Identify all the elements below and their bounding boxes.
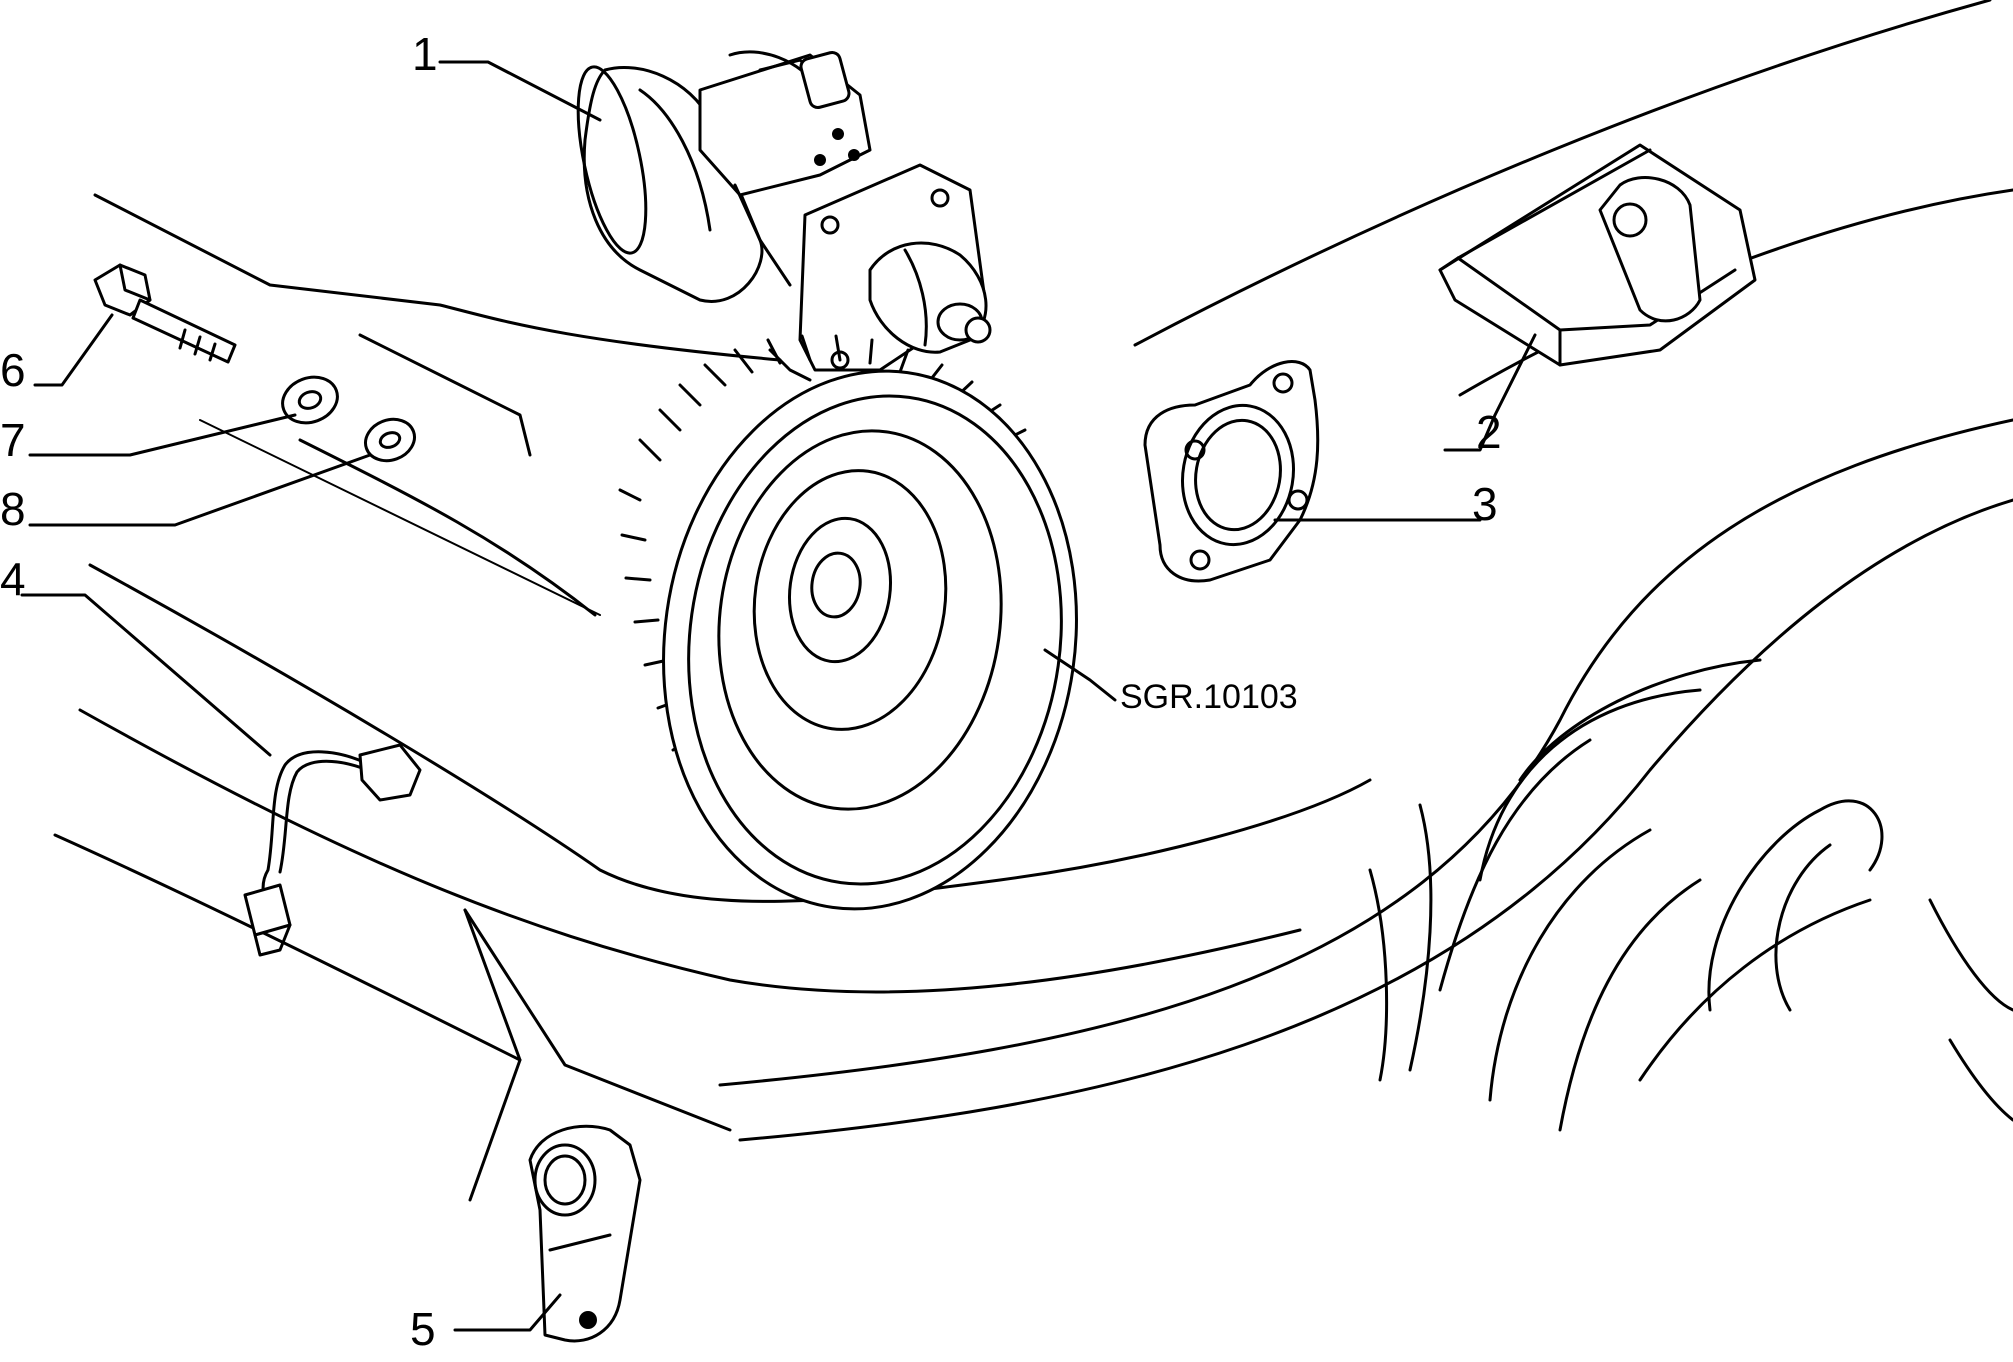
bracket (528, 1124, 642, 1343)
callout-labels: 1 2 3 4 5 6 7 8 SGR.10103 (0, 28, 1502, 1355)
callout-3: 3 (1472, 478, 1498, 530)
callout-8: 8 (0, 483, 26, 535)
mounting-plate (1143, 360, 1320, 583)
callout-6: 6 (0, 344, 26, 396)
sensor-cable (243, 743, 422, 957)
callout-2: 2 (1476, 406, 1502, 458)
leader-lines (20, 60, 1537, 1332)
callout-7: 7 (0, 414, 26, 466)
control-unit-box (1438, 143, 1757, 367)
drawing-code: SGR.10103 (1120, 678, 1298, 716)
callout-1: 1 (412, 28, 438, 80)
flywheel (618, 334, 1078, 911)
callout-5: 5 (410, 1303, 436, 1355)
bolt (93, 263, 237, 364)
vehicle-body-outline (53, 0, 2013, 1202)
washers (281, 375, 416, 463)
starter-motor (576, 50, 992, 382)
callout-4: 4 (0, 553, 26, 605)
